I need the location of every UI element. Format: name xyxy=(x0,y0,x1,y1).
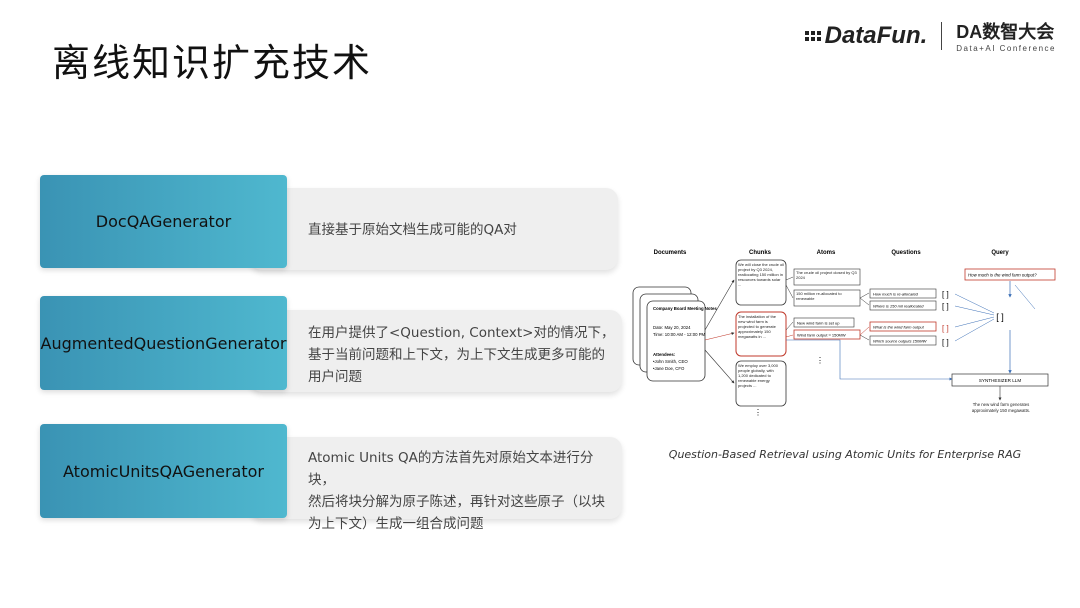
query-box: How much is the wind farm output? xyxy=(964,268,1056,281)
svg-text:Company Board Meeting Notes: Company Board Meeting Notes xyxy=(653,306,717,311)
svg-text:Date: May 20, 2024: Date: May 20, 2024 xyxy=(653,325,691,330)
question-2: Where is 150 mil reallocated xyxy=(869,300,937,311)
svg-text:Attendees:: Attendees: xyxy=(653,352,676,357)
atom-1: The crude oil project closed by Q3 2024 xyxy=(793,268,861,286)
svg-text:•John Smith, CEO: •John Smith, CEO xyxy=(653,359,688,364)
brand-logos: DataFun. DA数智大会 Data+AI Conference xyxy=(804,18,1056,53)
svg-text:How much is re-allocated: How much is re-allocated xyxy=(873,292,919,297)
chunk-1: We will close the crude oil project by Q… xyxy=(735,259,787,306)
question-4: Which source outputs 150MW xyxy=(869,335,937,346)
question-1: How much is re-allocated xyxy=(869,288,937,299)
atomic-units-rag-diagram: Documents Chunks Atoms Questions Query C… xyxy=(632,250,1056,417)
generator-name-box: DocQAGenerator xyxy=(40,175,287,268)
da-conference-logo: DA数智大会 Data+AI Conference xyxy=(956,22,1056,53)
col-header-query: Query xyxy=(991,250,1009,256)
col-header-documents: Documents xyxy=(654,250,687,256)
figure-caption: Question-Based Retrieval using Atomic Un… xyxy=(668,448,1022,461)
generator-name: AtomicUnitsQAGenerator xyxy=(63,461,264,481)
atom-2: 150 million re-allocated to renewable xyxy=(793,289,861,307)
svg-text:New wind farm is set up: New wind farm is set up xyxy=(797,321,840,326)
col-header-atoms: Atoms xyxy=(817,250,836,256)
generator-name-box: AtomicUnitsQAGenerator xyxy=(40,424,287,518)
datafun-logo: DataFun. xyxy=(804,22,927,50)
generator-name: AugmentedQuestionGenerator xyxy=(40,333,287,353)
question-3-highlighted: What is the wind farm output xyxy=(869,321,937,332)
chunk-2-highlighted: The installation of the new wind farm is… xyxy=(735,311,787,357)
generator-description-box xyxy=(250,437,622,519)
svg-text:Which source outputs 150MW: Which source outputs 150MW xyxy=(873,339,928,344)
generator-name: DocQAGenerator xyxy=(95,212,232,231)
chunks-more-ellipsis: ⋮ xyxy=(754,408,762,417)
chunk-3: We employ over 3,000 people globally, wi… xyxy=(735,360,787,407)
brand-divider xyxy=(941,21,943,50)
generator-description: Atomic Units QA的方法首先对原始文本进行分块， 然后将块分解为原子… xyxy=(308,450,605,532)
col-header-chunks: Chunks xyxy=(749,250,772,256)
generator-description-box xyxy=(250,188,618,270)
col-header-questions: Questions xyxy=(891,250,921,256)
svg-text:SYNTHESIZER LLM: SYNTHESIZER LLM xyxy=(979,378,1022,383)
svg-text:•Jane Doe, CFO: •Jane Doe, CFO xyxy=(653,366,685,371)
svg-text:How much is the wind farm outp: How much is the wind farm output? xyxy=(968,273,1037,278)
svg-text:Wind farm output ≈ 150MW: Wind farm output ≈ 150MW xyxy=(797,333,846,338)
embedding-bracket-icon: [ ] xyxy=(942,338,949,347)
atoms-more-ellipsis: ⋮ xyxy=(816,356,824,365)
svg-text:What is the wind farm output: What is the wind farm output xyxy=(873,325,925,330)
generator-name-box: AugmentedQuestionGenerator xyxy=(40,296,287,390)
query-embedding-bracket-icon: [ ] xyxy=(996,312,1004,322)
embedding-bracket-icon: [ ] xyxy=(942,302,949,311)
generator-description-box xyxy=(250,310,622,392)
page-title: 离线知识扩充技术 xyxy=(52,41,373,85)
atom-3: New wind farm is set up xyxy=(793,317,855,328)
document-stack: Company Board Meeting Notes Date: May 20… xyxy=(632,286,717,382)
datafun-dots-icon xyxy=(804,30,821,41)
embedding-bracket-icon: [ ] xyxy=(942,290,949,299)
svg-text:Where is 150 mil reallocated: Where is 150 mil reallocated xyxy=(873,304,924,309)
generator-description: 直接基于原始文档生成可能的QA对 xyxy=(308,222,517,238)
synthesizer-llm-box: SYNTHESIZER LLM xyxy=(951,373,1049,387)
embedding-bracket-icon: [ ] xyxy=(942,324,949,333)
svg-text:Time: 10:00 AM - 12:00 PM: Time: 10:00 AM - 12:00 PM xyxy=(653,332,706,337)
generator-description: 在用户提供了<Question, Context>对的情况下， 基于当前问题和上… xyxy=(308,325,615,385)
answer-text: The new wind farm generates approximatel… xyxy=(971,402,1031,413)
atom-4-highlighted: Wind farm output ≈ 150MW xyxy=(793,329,861,340)
